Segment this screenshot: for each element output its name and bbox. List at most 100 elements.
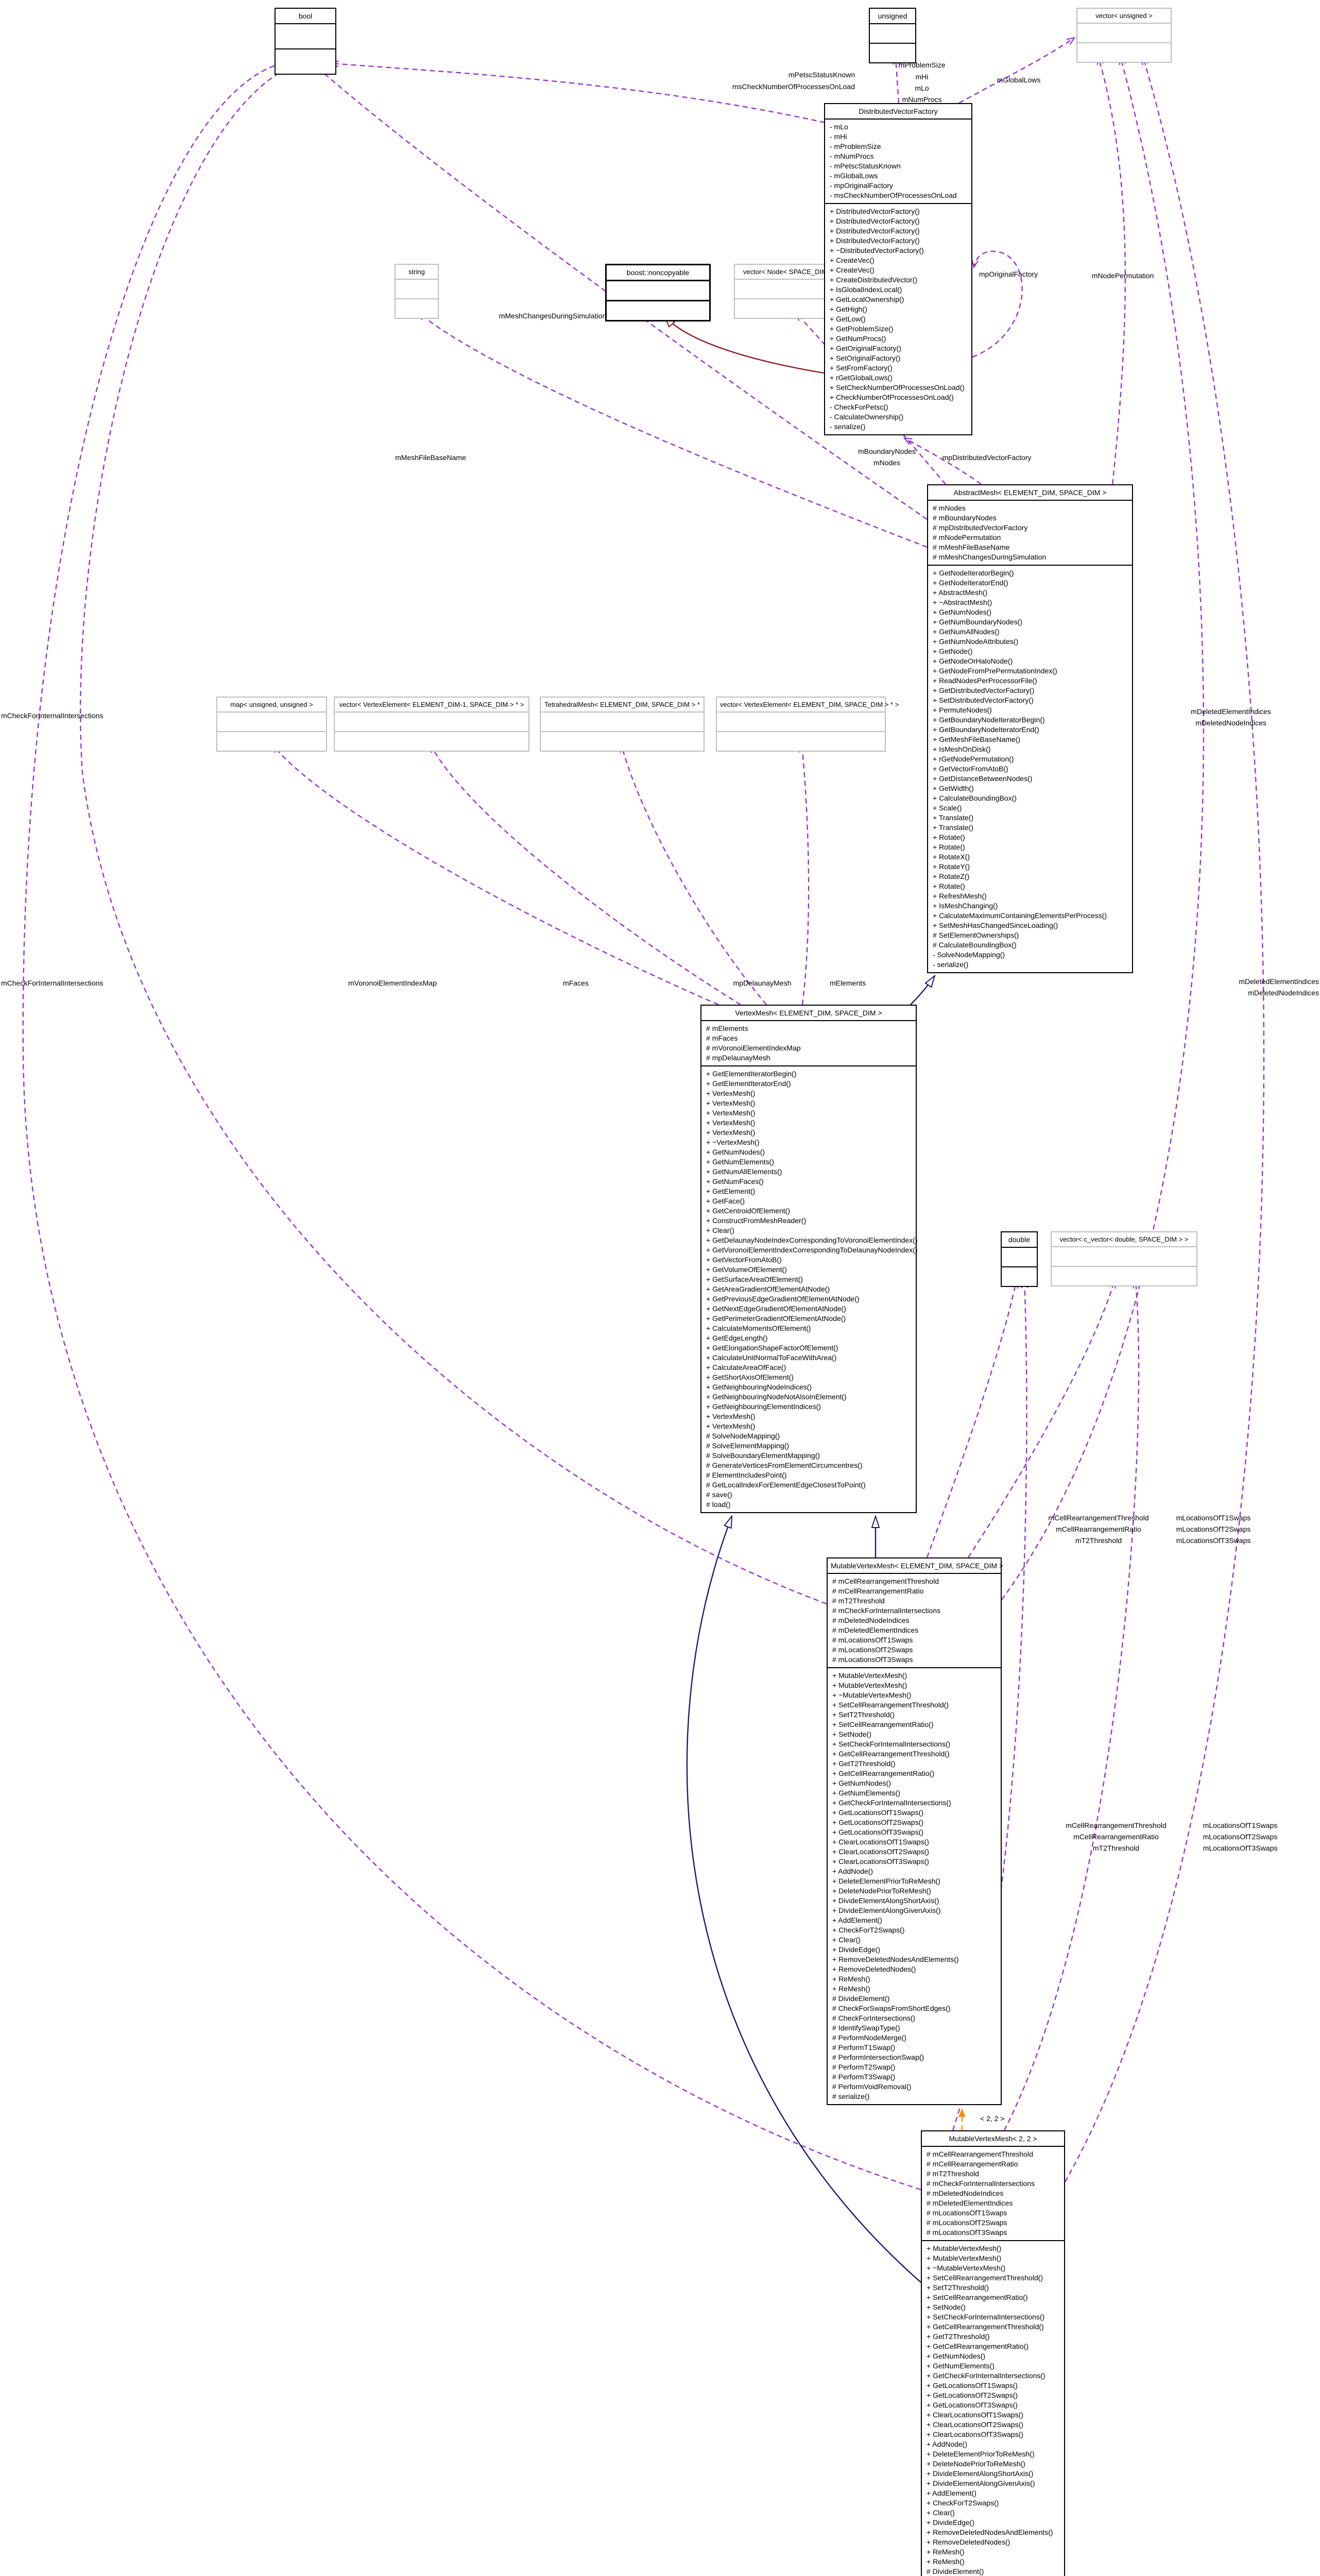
member-row: # SolveElementMapping() [706, 1442, 790, 1450]
class-unsigned[interactable]: unsigned [869, 8, 916, 63]
member-row: # IdentifySwapType() [832, 2024, 900, 2032]
edge-label: mCellRearrangementThreshold [1048, 1514, 1148, 1522]
member-row: + GetT2Threshold() [927, 2332, 990, 2341]
member-row: # mMeshChangesDuringSimulation [933, 553, 1047, 561]
member-row: + GetVectorFromAtoB() [933, 765, 1008, 773]
member-row: - mHi [830, 132, 847, 141]
member-row: + GetNumFaces() [706, 1177, 764, 1185]
member-row: + Clear() [832, 1936, 861, 1944]
member-row: + Translate() [933, 814, 973, 822]
class-methods: + MutableVertexMesh()+ MutableVertexMesh… [828, 1667, 1001, 2104]
member-row: + ReMesh() [832, 1975, 870, 1983]
member-row: + GetNumProcs() [830, 334, 886, 343]
member-row: + GetMeshFileBaseName() [933, 735, 1021, 743]
edge-mutablevertexmesh22-to-vector-unsigned [1064, 56, 1265, 2182]
class-abstract-mesh[interactable]: AbstractMesh< ELEMENT_DIM, SPACE_DIM ># … [927, 484, 1133, 973]
member-row: # mMeshFileBaseName [933, 543, 1010, 551]
edge-dvf-to-bool [330, 60, 826, 124]
member-row: # mBoundaryNodes [933, 514, 997, 522]
class-map-unsigned-unsigned[interactable]: map< unsigned, unsigned > [216, 697, 327, 752]
member-row: + Rotate() [933, 882, 965, 890]
member-row: # SolveNodeMapping() [706, 1432, 780, 1440]
member-row: + SetCellRearrangementThreshold() [927, 2274, 1043, 2282]
class-methods [541, 731, 704, 751]
class-vector-vertexelement[interactable]: vector< VertexElement< ELEMENT_DIM, SPAC… [716, 697, 899, 752]
member-row: + SetMeshHasChangedSinceLoading() [933, 921, 1058, 929]
member-row: + DeleteNodePriorToReMesh() [832, 1887, 931, 1895]
class-methods [396, 298, 438, 318]
member-row: + VertexMesh() [706, 1128, 756, 1137]
member-row: # PerformNodeMerge() [832, 2033, 906, 2042]
edge-vertexmesh-to-vector-vertexelement-dim-minus-1 [430, 743, 741, 1006]
member-row: + GetPreviousEdgeGradientOfElementAtNode… [706, 1295, 860, 1303]
member-row: # CalculateBoundingBox() [933, 941, 1017, 949]
member-row: # PerformT2Swap() [832, 2063, 896, 2071]
member-row: + AddNode() [927, 2440, 967, 2448]
class-mutable-vertex-mesh[interactable]: MutableVertexMesh< ELEMENT_DIM, SPACE_DI… [827, 1557, 1003, 2105]
edge-label: mCellRearrangementRatio [1056, 1525, 1141, 1533]
class-distributed-vector-factory[interactable]: DistributedVectorFactory- mLo- mHi- mPro… [824, 103, 972, 435]
member-row: + DivideElementAlongShortAxis() [832, 1896, 939, 1905]
member-row: + GetProblemSize() [830, 325, 894, 333]
class-string[interactable]: string [395, 264, 439, 319]
member-row: - CalculateOwnership() [830, 413, 904, 421]
class-tetrahedral-mesh[interactable]: TetrahedralMesh< ELEMENT_DIM, SPACE_DIM … [540, 697, 705, 752]
member-row: + GetElementIteratorBegin() [706, 1070, 797, 1078]
edge-label: mpOriginalFactory [979, 270, 1038, 278]
edge-label: mMeshChangesDuringSimulation [499, 312, 607, 320]
member-row: + Clear() [706, 1226, 734, 1234]
member-row: + DistributedVectorFactory() [830, 227, 920, 235]
member-row: + CheckForT2Swaps() [832, 1926, 905, 1934]
member-row: + GetLocationsOfT1Swaps() [927, 2381, 1018, 2389]
member-row: + SetT2Threshold() [927, 2283, 989, 2292]
member-row: # mpDistributedVectorFactory [933, 523, 1028, 532]
member-row: + GetNumBoundaryNodes() [933, 618, 1022, 626]
edge-dvf-self-loop [971, 250, 1023, 358]
class-bool[interactable]: bool [275, 8, 336, 75]
member-row: # mCellRearrangementRatio [832, 1587, 924, 1595]
member-row: + Scale() [933, 804, 962, 812]
member-row: + GetNodeOrHaloNode() [933, 657, 1013, 665]
class-methods [1002, 1266, 1037, 1286]
class-title: VertexMesh< ELEMENT_DIM, SPACE_DIM > [701, 1006, 916, 1021]
member-row: # GenerateVerticesFromElementCircumcentr… [706, 1461, 863, 1469]
class-title: TetrahedralMesh< ELEMENT_DIM, SPACE_DIM … [541, 698, 704, 713]
edge-label: mDeletedElementIndices [1191, 707, 1271, 716]
member-row: + CreateDistributedVector() [830, 276, 918, 284]
member-row: + GetT2Threshold() [832, 1759, 896, 1768]
member-row: + GetNodeIteratorEnd() [933, 579, 1008, 587]
edge-label: mCheckForInternalIntersections [1, 979, 103, 987]
edge-label: mElements [830, 979, 866, 987]
edge-label: mLocationsOfT3Swaps [1203, 1844, 1278, 1852]
class-vector-cvector[interactable]: vector< c_vector< double, SPACE_DIM > > [1051, 1231, 1197, 1286]
class-double[interactable]: double [1001, 1231, 1038, 1287]
member-row: + GetCentroidOfElement() [706, 1207, 791, 1215]
member-row: + GetNextEdgeGradientOfElementAtNode() [706, 1304, 846, 1313]
member-row: + GetNeighbouringElementIndices() [706, 1402, 821, 1411]
class-mutable-vertex-mesh-2-2[interactable]: MutableVertexMesh< 2, 2 ># mCellRearrang… [921, 2130, 1065, 2576]
class-title: DistributedVectorFactory [825, 104, 971, 120]
class-vector-unsigned[interactable]: vector< unsigned > [1076, 8, 1172, 63]
class-vector-vertexelement-dim-minus-1[interactable]: vector< VertexElement< ELEMENT_DIM-1, SP… [334, 697, 529, 752]
class-vertex-mesh[interactable]: VertexMesh< ELEMENT_DIM, SPACE_DIM ># mE… [700, 1005, 918, 1513]
member-row: + DivideElementAlongShortAxis() [927, 2469, 1034, 2478]
edge-vertexmesh-to-vector-vertexelement [799, 743, 810, 1005]
member-row: + PermuteNodes() [933, 706, 992, 714]
edge-label: mLocationsOfT1Swaps [1176, 1514, 1251, 1522]
member-row: - mProblemSize [830, 142, 881, 150]
member-row: # mNodes [933, 504, 966, 512]
edge-label: mCheckForInternalIntersections [1, 711, 103, 720]
member-row: + GetFace() [706, 1197, 745, 1205]
class-methods: + DistributedVectorFactory()+ Distribute… [825, 203, 971, 434]
member-row: + SetCellRearrangementRatio() [927, 2293, 1028, 2301]
member-row: + GetDelaunayNodeIndexCorrespondingToVor… [706, 1236, 918, 1244]
member-row: + VertexMesh() [706, 1109, 756, 1117]
member-row: + DistributedVectorFactory() [830, 236, 920, 245]
member-row: # GetLocalIndexForElementEdgeClosestToPo… [706, 1481, 866, 1489]
class-attributes: # mCellRearrangementThreshold# mCellRear… [922, 2147, 1064, 2240]
member-row: + GetLocationsOfT2Swaps() [832, 1818, 924, 1826]
member-row: - SolveNodeMapping() [933, 951, 1005, 959]
edge-label: mDeletedElementIndices [1239, 977, 1319, 986]
member-row: # mLocationsOfT3Swaps [832, 1655, 913, 1664]
class-boost-noncopyable[interactable]: boost::noncopyable [605, 264, 711, 321]
